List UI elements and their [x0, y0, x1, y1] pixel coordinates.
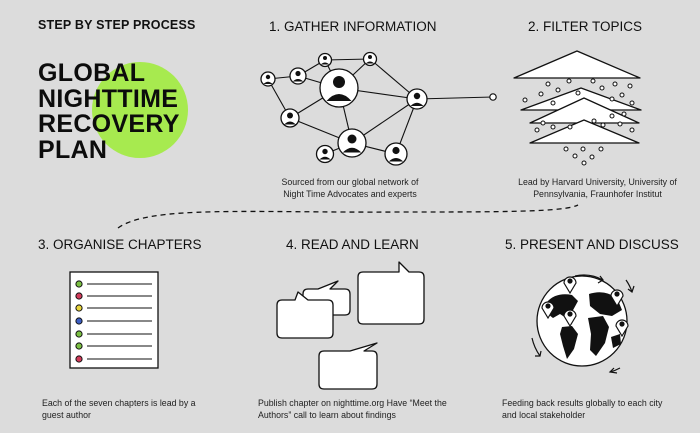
step-4-title: 4. READ AND LEARN — [286, 237, 419, 252]
step-2-caption: Lead by Harvard University, University o… — [518, 177, 677, 199]
step-4-caption: Publish chapter on nighttime.org Have “M… — [258, 398, 447, 420]
step-1-title: 1. GATHER INFORMATION — [269, 19, 437, 34]
step-3-title: 3. ORGANISE CHAPTERS — [38, 237, 202, 252]
step-5-title: 5. PRESENT AND DISCUSS — [505, 237, 679, 252]
title-line: PLAN — [38, 135, 108, 164]
title-line: NIGHTTIME — [38, 84, 179, 113]
main-title: GLOBAL NIGHTTIME RECOVERY PLAN — [38, 59, 180, 164]
title-line: GLOBAL — [38, 59, 146, 87]
step-2-title: 2. FILTER TOPICS — [528, 19, 643, 34]
step-5-caption: Feeding back results globally to each ci… — [502, 398, 663, 420]
green-accent-blob — [92, 62, 188, 158]
title-line: RECOVERY — [38, 110, 180, 138]
step-1-caption: Sourced from our global network of Night… — [281, 177, 419, 199]
step-3-caption: Each of the seven chapters is lead by a … — [42, 398, 196, 420]
kicker-label: STEP BY STEP PROCESS — [38, 18, 196, 32]
